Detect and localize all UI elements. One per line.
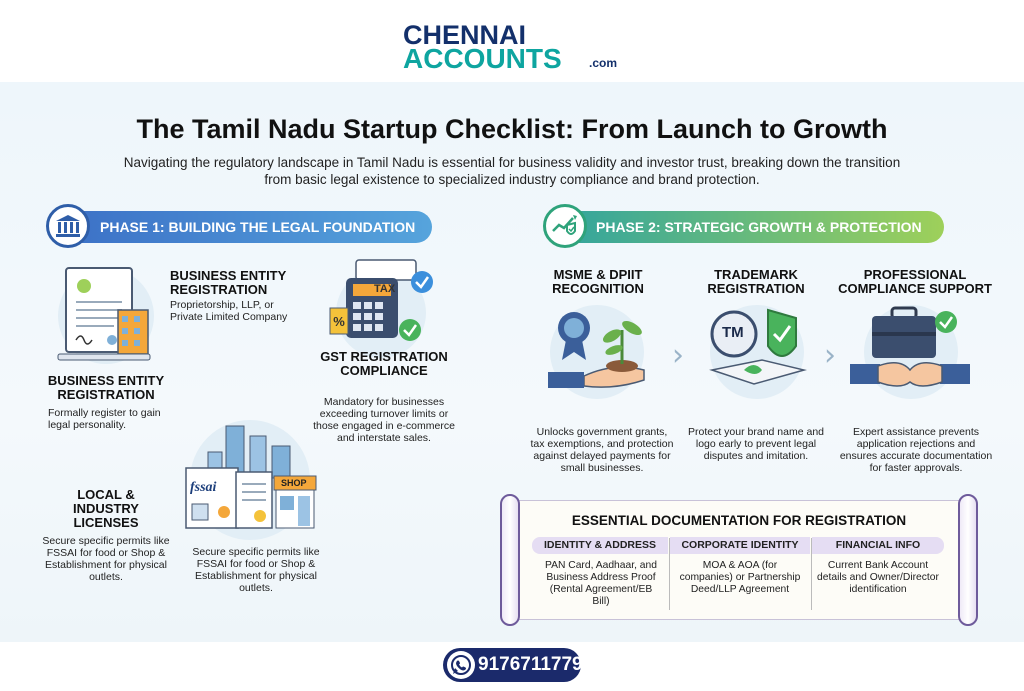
- scroll-right-roll: [958, 494, 978, 626]
- entity-heading: BUSINESS ENTITY REGISTRATION: [170, 268, 287, 297]
- entity-heading-2: BUSINESS ENTITY REGISTRATION: [47, 373, 165, 402]
- briefcase-handshake-icon: [850, 306, 970, 387]
- city-licenses-icon: [185, 425, 317, 529]
- trademark-description: Protect your brand name and logo early t…: [688, 426, 824, 462]
- brand-logo[interactable]: CHENNAI ACCOUNTS .com: [403, 20, 663, 74]
- documentation-title: ESSENTIAL DOCUMENTATION FOR REGISTRATION: [571, 513, 907, 528]
- gst-heading: GST REGISTRATION COMPLIANCE: [320, 349, 448, 378]
- whatsapp-icon: [447, 651, 475, 679]
- trademark-icon: [709, 308, 807, 385]
- column-divider: [669, 538, 670, 610]
- licenses-description: Secure specific permits like FSSAI for f…: [42, 535, 170, 583]
- chevron-right-icon: ›: [824, 338, 836, 373]
- svg-text:%: %: [333, 314, 345, 329]
- shop-label: SHOP: [281, 478, 307, 488]
- entity-types: Proprietorship, LLP, or Private Limited …: [170, 299, 288, 323]
- header-band: [0, 0, 1024, 82]
- tm-label: TM: [722, 324, 744, 341]
- doc-col-head-corporate: CORPORATE IDENTITY: [670, 537, 810, 554]
- doc-financial-details: Current Bank Account details and Owner/D…: [817, 560, 939, 595]
- page-title: The Tamil Nadu Startup Checklist: From L…: [136, 114, 888, 144]
- gst-description: Mandatory for businesses exceeding turno…: [313, 396, 455, 444]
- doc-col-head-identity: IDENTITY & ADDRESS: [532, 537, 668, 554]
- chevron-right-icon: ›: [672, 338, 684, 373]
- phase1-banner: PHASE 1: BUILDING THE LEGAL FOUNDATION: [52, 211, 432, 243]
- trademark-heading: TRADEMARK REGISTRATION: [707, 267, 805, 296]
- doc-corporate-details: MOA & AOA (for companies) or Partnership…: [679, 560, 801, 595]
- growth-shield-icon: [543, 204, 587, 248]
- licenses-heading: LOCAL & INDUSTRY LICENSES: [73, 487, 139, 530]
- documentation-scroll: [500, 494, 978, 626]
- scroll-paper: [512, 500, 966, 620]
- logo-suffix: .com: [589, 56, 618, 70]
- msme-heading: MSME & DPIIT RECOGNITION: [552, 267, 644, 296]
- compliance-heading: PROFESSIONAL COMPLIANCE SUPPORT: [838, 267, 992, 296]
- msme-description: Unlocks government grants, tax exemption…: [530, 426, 674, 474]
- compliance-description: Expert assistance prevents application r…: [839, 426, 993, 474]
- tax-tag: TAX: [374, 283, 396, 295]
- page-subtitle: Navigating the regulatory landscape in T…: [123, 155, 901, 187]
- bank-icon: [46, 204, 90, 248]
- scroll-left-roll: [500, 494, 520, 626]
- doc-identity-details: PAN Card, Aadhaar, and Business Address …: [544, 560, 657, 607]
- licenses-description-2: Secure specific permits like FSSAI for f…: [192, 546, 320, 594]
- doc-col-head-financial: FINANCIAL INFO: [812, 537, 944, 554]
- growth-plant-icon: [548, 312, 645, 388]
- logo-line1: CHENNAI: [403, 20, 527, 50]
- logo-line2: ACCOUNTS: [403, 43, 562, 74]
- entity-description: Formally register to gain legal personal…: [48, 407, 161, 431]
- phase2-banner: PHASE 2: STRATEGIC GROWTH & PROTECTION: [548, 211, 944, 243]
- document-icon: [57, 267, 151, 361]
- calculator-icon: %: [329, 259, 433, 341]
- column-divider: [811, 538, 812, 610]
- fssai-label: fssai: [190, 480, 217, 495]
